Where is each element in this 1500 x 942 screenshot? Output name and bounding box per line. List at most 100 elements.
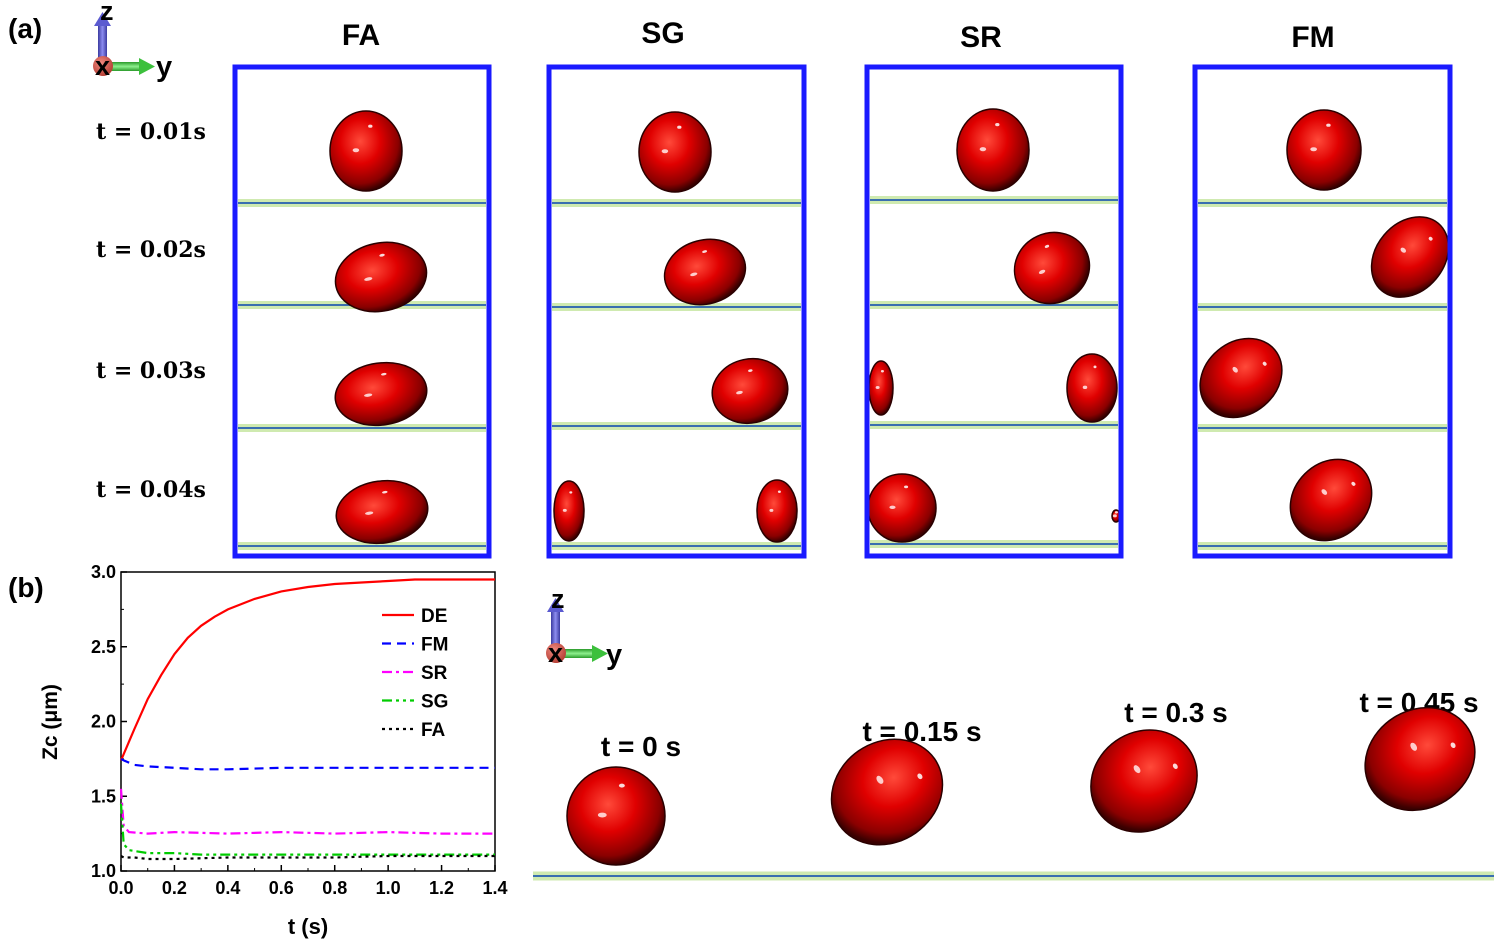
- droplet-sr-t2: [1013, 231, 1091, 305]
- highlight: [1112, 514, 1117, 518]
- droplet-fa-t2: [334, 241, 428, 313]
- highlight: [995, 122, 1000, 127]
- highlight: [562, 508, 567, 512]
- highlight: [904, 485, 909, 489]
- time-label-3: t = 0.03s: [96, 358, 206, 384]
- highlight: [1044, 244, 1050, 248]
- z-axis-arrowhead: [94, 12, 111, 26]
- legend-label-fa: FA: [421, 720, 446, 741]
- highlight: [382, 490, 388, 494]
- axis-triad-a: z x y: [93, 0, 172, 83]
- highlight: [1351, 481, 1356, 486]
- highlight: [876, 775, 884, 784]
- highlight: [889, 505, 896, 510]
- droplet-sg-t2: [663, 238, 747, 306]
- highlight: [1133, 765, 1141, 774]
- droplet-fa-t1: [329, 110, 403, 192]
- droplets-a: [329, 108, 1450, 545]
- droplet-sg-t3: [711, 357, 789, 425]
- x-axis-label: x: [548, 638, 563, 668]
- droplet-fm-t2: [1370, 216, 1450, 298]
- snapshot-label-3: t = 0.3 s: [1124, 697, 1228, 728]
- z-axis-arrow: [551, 610, 560, 650]
- x-tick-label: 0.4: [215, 878, 240, 898]
- x-axis-label: x: [95, 51, 110, 81]
- highlight: [748, 369, 753, 372]
- y-axis-arrow: [558, 649, 594, 658]
- highlight: [352, 148, 360, 153]
- legend-label-sg: SG: [421, 692, 448, 713]
- snapshot-label-1: t = 0 s: [601, 731, 681, 762]
- axis-triad-b: z x y: [546, 584, 622, 671]
- legend-label-de: DE: [421, 606, 447, 627]
- y-tick-label: 1.0: [91, 861, 116, 881]
- x-tick-label: 0.6: [269, 878, 294, 898]
- y-tick-label: 1.5: [91, 786, 116, 806]
- legend-label-sr: SR: [421, 663, 448, 684]
- series-line-de: [119, 578, 495, 761]
- highlight: [1262, 361, 1267, 366]
- droplet-sr-t4-left: [867, 473, 937, 543]
- highlight: [381, 372, 387, 376]
- snapshot-droplet-3: [1090, 729, 1198, 833]
- highlight: [1172, 763, 1178, 769]
- z-axis-label: z: [551, 584, 565, 614]
- y-axis-arrow: [105, 62, 141, 71]
- x-tick-label: 0.8: [322, 878, 347, 898]
- x-axis-title: t (s): [288, 914, 328, 939]
- highlight: [1326, 123, 1331, 127]
- y-axis-label: y: [156, 51, 172, 83]
- series-line-fm: [120, 757, 495, 771]
- droplet-fa-t3: [334, 361, 428, 427]
- droplet-fa-t4: [335, 479, 429, 545]
- highlight: [364, 277, 373, 281]
- highlight: [1428, 236, 1433, 241]
- snapshot-droplet-2: [830, 738, 944, 846]
- panel-a-label: (a): [8, 13, 42, 44]
- z-axis-label: z: [100, 0, 114, 26]
- column-title-sr: SR: [960, 21, 1002, 54]
- x-tick-label: 0.0: [108, 878, 133, 898]
- droplet-fm-t1: [1286, 109, 1362, 191]
- highlight: [1232, 366, 1238, 373]
- highlight: [1310, 147, 1317, 152]
- z-axis-arrow: [98, 24, 107, 64]
- snapshot-droplet-4: [1364, 706, 1476, 812]
- highlight: [880, 370, 884, 373]
- droplet-sg-t4-right: [756, 479, 798, 543]
- panel-b-label: (b): [8, 572, 44, 603]
- highlight: [365, 511, 374, 515]
- highlight: [1450, 742, 1456, 749]
- x-tick-label: 0.2: [162, 878, 187, 898]
- highlight: [1321, 489, 1328, 495]
- highlight: [702, 250, 708, 253]
- x-tick-label: 1.0: [376, 878, 401, 898]
- y-tick-label: 2.5: [91, 637, 116, 657]
- y-axis-arrowhead: [592, 645, 608, 662]
- frame-fm: [1192, 64, 1453, 559]
- series-line-sr: [119, 788, 495, 835]
- substrate-lines-a: [238, 196, 1447, 550]
- droplets-b: [566, 706, 1476, 866]
- highlight: [875, 385, 880, 389]
- highlight: [1093, 365, 1097, 369]
- legend-label-fm: FM: [421, 635, 448, 656]
- panel-a: (a) z x y t = 0.01s t = 0.02s t = 0.03s …: [8, 0, 1453, 559]
- highlight: [1114, 511, 1118, 514]
- frame-sg: [546, 64, 807, 559]
- droplet-fm-t4: [1289, 458, 1373, 542]
- highlight: [1038, 269, 1046, 275]
- time-label-4: t = 0.04s: [96, 477, 206, 503]
- x-axis-ball: [93, 56, 113, 76]
- highlight: [569, 491, 573, 494]
- highlight: [1400, 247, 1407, 253]
- frame-fa: [232, 64, 492, 559]
- y-axis-title: Zc (μm): [39, 684, 62, 760]
- droplet-sg-t4-left: [553, 480, 585, 542]
- column-title-fm: FM: [1291, 21, 1334, 54]
- droplet-fm-t3: [1199, 337, 1283, 419]
- frame-sr: [864, 64, 1124, 559]
